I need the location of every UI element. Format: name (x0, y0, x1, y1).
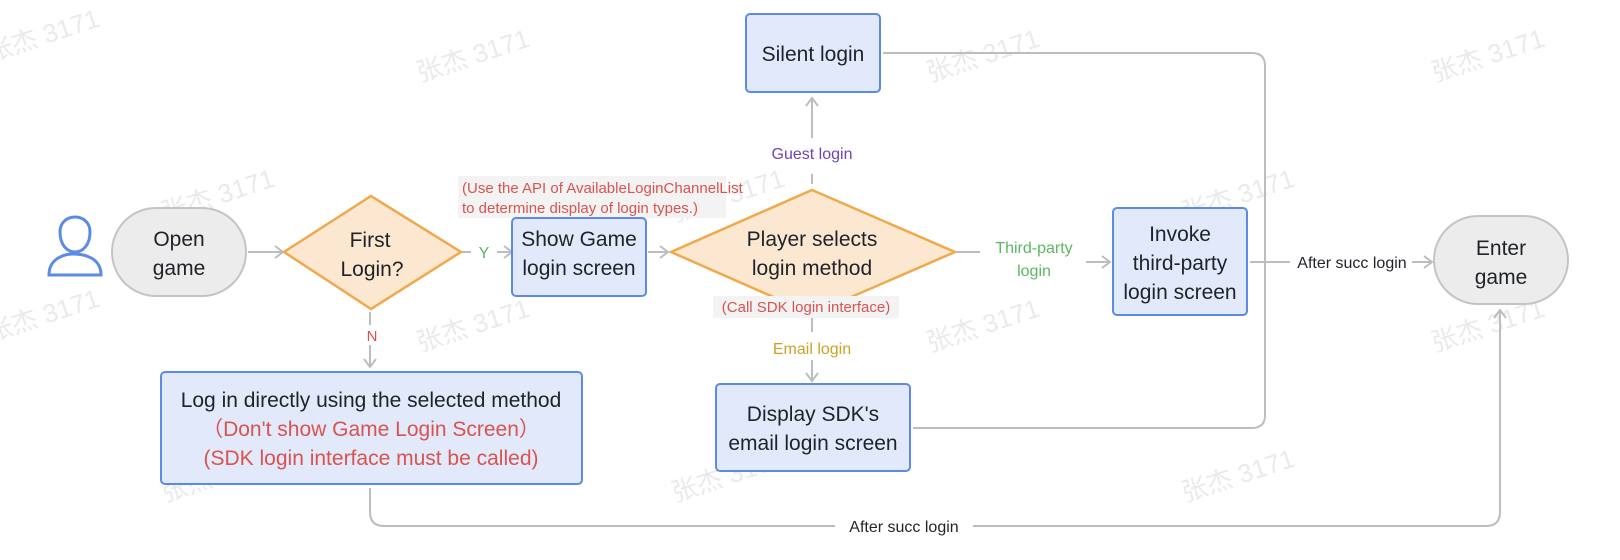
first-login-line2: Login? (340, 258, 403, 281)
watermark: 张杰 3171 (1178, 443, 1299, 508)
open-game-node: Open game (111, 207, 247, 297)
api-note-line2: to determine display of login types.) (462, 200, 698, 217)
watermark: 张杰 3171 (923, 293, 1044, 358)
show-login-line2: login screen (522, 257, 635, 280)
watermark: 张杰 3171 (1428, 23, 1549, 88)
player-selects-line1: Player selects (747, 228, 878, 251)
watermark: 张杰 3171 (0, 3, 103, 68)
direct-login-line2: （Don't show Game Login Screen） (202, 418, 540, 441)
show-login-line1: Show Game (521, 228, 637, 251)
display-sdk-line2: email login screen (728, 432, 897, 455)
invoke-third-party-node: Invoke third-party login screen (1112, 207, 1248, 316)
direct-login-line3: (SDK login interface must be called) (204, 447, 539, 470)
edge-label-yes: Y (479, 245, 490, 262)
direct-login-line1: Log in directly using the selected metho… (181, 389, 562, 412)
first-login-decision: First Login? (281, 194, 464, 311)
display-sdk-email-node: Display SDK's email login screen (715, 383, 911, 472)
edges (248, 52, 1507, 527)
invoke-line2: third-party (1133, 252, 1228, 275)
enter-game-line1: Enter (1476, 237, 1526, 260)
silent-login-node: Silent login (745, 13, 881, 93)
watermark: 张杰 3171 (413, 293, 534, 358)
enter-game-node: Enter game (1433, 215, 1569, 305)
show-game-login-node: Show Game login screen (511, 217, 647, 297)
watermark: 张杰 3171 (413, 23, 534, 88)
edge-label-guest: Guest login (772, 146, 853, 163)
enter-game-line2: game (1475, 266, 1528, 289)
display-sdk-line1: Display SDK's (747, 403, 879, 426)
user-icon (47, 215, 103, 277)
edge-label-after-succ-bottom: After succ login (849, 519, 958, 536)
edge-label-thirdparty-line1: Third-party (995, 240, 1072, 257)
sdk-note-background (713, 296, 899, 318)
edge-label-no: N (367, 328, 378, 345)
edge-bottom-to-enter (973, 308, 1507, 527)
watermark: 张杰 3171 (923, 23, 1044, 88)
edge-label-after-succ-right: After succ login (1297, 255, 1406, 272)
edge-label-thirdparty-line2: login (1017, 263, 1051, 280)
invoke-line1: Invoke (1149, 223, 1211, 246)
watermark: 张杰 3171 (0, 283, 103, 348)
open-game-line2: game (153, 257, 206, 280)
sdk-note: (Call SDK login interface) (722, 299, 890, 316)
edge-label-email: Email login (773, 341, 851, 358)
first-login-line1: First (350, 229, 391, 252)
silent-login-label: Silent login (762, 43, 865, 66)
edge-direct-bottom-left (369, 488, 835, 527)
player-selects-line2: login method (752, 257, 872, 280)
api-note-line1: (Use the API of AvailableLoginChannelLis… (462, 180, 744, 197)
player-selects-decision: Player selects login method (667, 188, 959, 316)
edge-silent-display-merge (883, 52, 1266, 429)
direct-login-node: Log in directly using the selected metho… (160, 371, 583, 485)
open-game-line1: Open (153, 228, 204, 251)
api-note-background (458, 176, 726, 218)
invoke-line3: login screen (1123, 281, 1236, 304)
